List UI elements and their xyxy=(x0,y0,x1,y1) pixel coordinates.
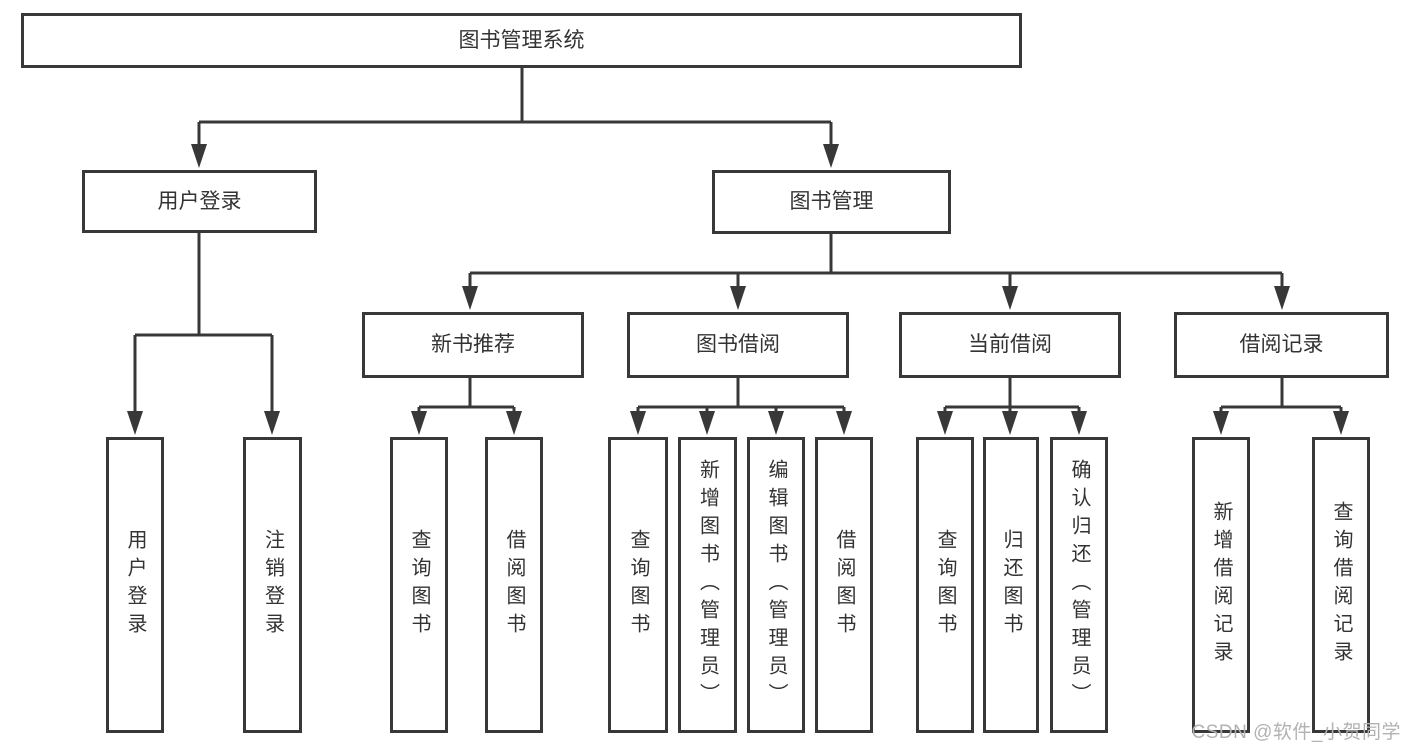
node-current-borrow-label: 当前借阅 xyxy=(968,333,1052,357)
node-borrow-records: 借阅记录 xyxy=(1174,312,1389,378)
arrowhead-icon xyxy=(768,411,784,435)
arrowhead-icon xyxy=(1213,411,1229,435)
leaf-newbooks-borrow: 借阅图书 xyxy=(485,437,543,733)
node-user-login: 用户登录 xyxy=(82,170,317,233)
arrowhead-icon xyxy=(730,286,746,310)
arrowhead-icon xyxy=(630,411,646,435)
connector-book-mgmt-to-children xyxy=(468,234,1284,290)
arrowhead-icon xyxy=(823,144,839,168)
arrowhead-icon xyxy=(937,411,953,435)
node-book-mgmt-label: 图书管理 xyxy=(789,190,874,214)
leaf-bookborrow-add-label: 新增图书（管理员） xyxy=(696,459,719,711)
arrowhead-icon xyxy=(191,144,207,168)
node-book-mgmt: 图书管理 xyxy=(712,170,951,234)
leaf-bookborrow-search: 查询图书 xyxy=(608,437,668,733)
node-root: 图书管理系统 xyxy=(21,13,1022,68)
arrowhead-icon xyxy=(1002,286,1018,310)
leaf-currentborrow-search-label: 查询图书 xyxy=(934,529,956,641)
node-new-books: 新书推荐 xyxy=(362,312,584,378)
node-root-label: 图书管理系统 xyxy=(458,28,585,52)
leaf-records-search-label: 查询借阅记录 xyxy=(1330,501,1352,669)
leaf-currentborrow-return: 归还图书 xyxy=(983,437,1039,733)
connector-user-login-to-children xyxy=(133,233,274,415)
leaf-user-login: 用户登录 xyxy=(106,437,164,733)
node-current-borrow: 当前借阅 xyxy=(899,312,1121,378)
connector-borrow-records-to-children xyxy=(1219,378,1343,414)
leaf-newbooks-borrow-label: 借阅图书 xyxy=(503,529,525,641)
leaf-logout-label: 注销登录 xyxy=(261,529,284,641)
connector-book-borrow-to-children xyxy=(636,378,846,414)
arrowhead-icon xyxy=(1071,411,1087,435)
arrowheads xyxy=(127,144,1349,435)
connector-new-books-to-children xyxy=(417,378,516,414)
leaf-logout: 注销登录 xyxy=(243,437,302,733)
arrowhead-icon xyxy=(1333,411,1349,435)
leaf-bookborrow-search-label: 查询图书 xyxy=(627,529,649,641)
leaf-records-add: 新增借阅记录 xyxy=(1192,437,1250,733)
leaf-bookborrow-add: 新增图书（管理员） xyxy=(678,437,737,733)
arrowhead-icon xyxy=(411,411,427,435)
leaf-currentborrow-confirm-label: 确认归还（管理员） xyxy=(1068,459,1090,711)
arrowhead-icon xyxy=(127,411,143,435)
node-book-borrow: 图书借阅 xyxy=(627,312,849,378)
arrowhead-icon xyxy=(462,286,478,310)
leaf-newbooks-search-label: 查询图书 xyxy=(408,529,430,641)
connector-current-borrow-to-children xyxy=(943,378,1081,414)
node-user-login-label: 用户登录 xyxy=(157,189,242,213)
arrowhead-icon xyxy=(1274,286,1290,310)
arrowhead-icon xyxy=(264,411,280,435)
node-book-borrow-label: 图书借阅 xyxy=(696,333,780,357)
leaf-bookborrow-edit: 编辑图书（管理员） xyxy=(747,437,805,733)
arrowhead-icon xyxy=(836,411,852,435)
leaf-currentborrow-confirm: 确认归还（管理员） xyxy=(1050,437,1108,733)
leaf-newbooks-search: 查询图书 xyxy=(390,437,448,733)
arrowhead-icon xyxy=(506,411,522,435)
connector-root-to-level2 xyxy=(197,68,833,148)
node-new-books-label: 新书推荐 xyxy=(431,333,515,357)
leaf-bookborrow-borrow: 借阅图书 xyxy=(815,437,873,733)
leaf-currentborrow-search: 查询图书 xyxy=(916,437,974,733)
leaf-user-login-label: 用户登录 xyxy=(124,529,146,641)
leaf-records-add-label: 新增借阅记录 xyxy=(1210,501,1232,669)
leaf-bookborrow-borrow-label: 借阅图书 xyxy=(833,529,855,641)
leaf-records-search: 查询借阅记录 xyxy=(1312,437,1370,733)
leaf-bookborrow-edit-label: 编辑图书（管理员） xyxy=(765,459,787,711)
leaf-currentborrow-return-label: 归还图书 xyxy=(1000,529,1022,641)
arrowhead-icon xyxy=(699,411,715,435)
node-borrow-records-label: 借阅记录 xyxy=(1239,333,1324,357)
arrowhead-icon xyxy=(1002,411,1018,435)
